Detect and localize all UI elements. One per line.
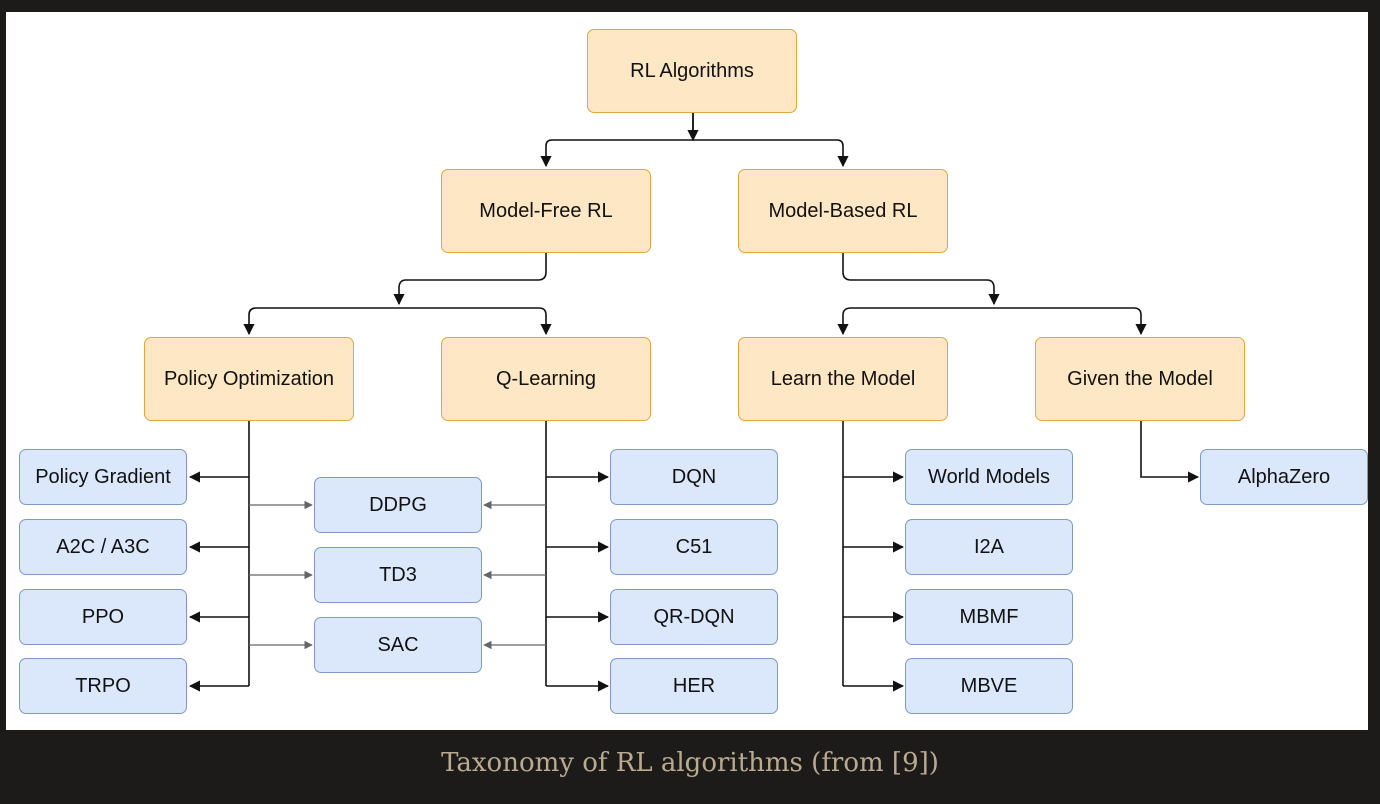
node-ddpg: DDPG bbox=[314, 477, 482, 533]
node-given-the-model: Given the Model bbox=[1035, 337, 1245, 421]
edge-layer bbox=[188, 113, 1200, 692]
node-a2c-a3c: A2C / A3C bbox=[19, 519, 187, 575]
node-her: HER bbox=[610, 658, 778, 714]
node-model-based-rl: Model-Based RL bbox=[738, 169, 948, 253]
node-rl-algorithms: RL Algorithms bbox=[587, 29, 797, 113]
edge-model-based-learn bbox=[837, 307, 994, 336]
figure-caption: Taxonomy of RL algorithms (from [9]) bbox=[441, 748, 939, 778]
node-sac: SAC bbox=[314, 617, 482, 673]
node-dqn: DQN bbox=[610, 449, 778, 505]
node-ppo: PPO bbox=[19, 589, 187, 645]
node-trpo: TRPO bbox=[19, 658, 187, 714]
node-i2a: I2A bbox=[905, 519, 1073, 575]
node-world-models: World Models bbox=[905, 449, 1073, 505]
node-model-free-rl: Model-Free RL bbox=[441, 169, 651, 253]
edge-model-free-branch bbox=[393, 253, 547, 306]
node-policy-gradient: Policy Gradient bbox=[19, 449, 187, 505]
node-td3: TD3 bbox=[314, 547, 482, 603]
node-q-learning: Q-Learning bbox=[441, 337, 651, 421]
node-mbve: MBVE bbox=[905, 658, 1073, 714]
edge-rl-model-free bbox=[540, 113, 694, 168]
diagram-panel: RL Algorithms Model-Free RL Model-Based … bbox=[6, 12, 1368, 730]
node-mbmf: MBMF bbox=[905, 589, 1073, 645]
node-policy-optimization: Policy Optimization bbox=[144, 337, 354, 421]
edge-model-based-branch bbox=[842, 253, 1000, 306]
node-qr-dqn: QR-DQN bbox=[610, 589, 778, 645]
edge-model-based-given bbox=[994, 307, 1147, 336]
edge-model-free-policy-opt bbox=[243, 307, 399, 336]
edge-given-alphazero bbox=[1140, 421, 1200, 483]
node-learn-the-model: Learn the Model bbox=[738, 337, 948, 421]
node-alphazero: AlphaZero bbox=[1200, 449, 1368, 505]
edge-rl-model-based bbox=[693, 139, 849, 168]
node-c51: C51 bbox=[610, 519, 778, 575]
edge-model-free-q-learning bbox=[399, 307, 552, 336]
